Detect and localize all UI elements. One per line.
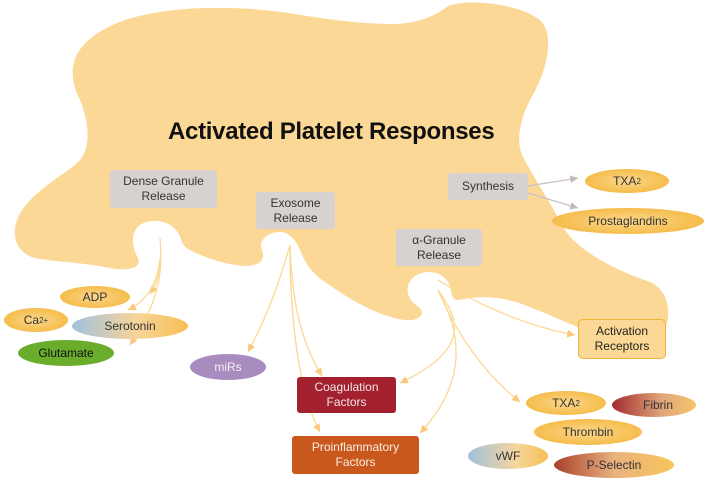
dense-granule-label-1: Dense Granule <box>123 174 204 188</box>
prostaglandins-label: Prostaglandins <box>556 213 700 229</box>
proinflammatory-label-2: Factors <box>335 455 376 469</box>
activation-receptors-label-2: Receptors <box>594 339 650 353</box>
txa-alpha-pill <box>526 391 606 415</box>
glutamate-text: Glutamate <box>38 345 94 360</box>
prostaglandins-pill <box>552 208 704 234</box>
ca-pill <box>4 308 68 332</box>
p-selectin-label: P-Selectin <box>558 457 670 473</box>
prostaglandins-text: Prostaglandins <box>588 213 668 228</box>
adp-label: ADP <box>60 289 130 305</box>
txa-alpha-text: TXA <box>552 395 576 410</box>
alpha-granule-release-box: α-Granule Release <box>396 229 482 266</box>
platelet-body <box>14 2 669 346</box>
dense-granule-label-2: Release <box>141 189 186 203</box>
alpha-granule-arrows <box>399 279 576 434</box>
activation-receptors-label-1: Activation <box>595 324 649 338</box>
synthesis-box: Synthesis <box>448 173 528 200</box>
glutamate-label: Glutamate <box>18 345 114 361</box>
fibrin-pill <box>612 393 696 417</box>
synthesis-arrows <box>527 175 579 210</box>
proinflammatory-label-1: Proinflammatory <box>311 440 400 454</box>
txa-synth-text: TXA <box>613 173 637 188</box>
exosome-release-box: Exosome Release <box>256 192 335 229</box>
adp-text: ADP <box>82 289 108 304</box>
adp-pill <box>60 286 130 308</box>
proinflammatory-factors-box: Proinflammatory Factors <box>292 436 419 474</box>
fibrin-label: Fibrin <box>620 397 696 413</box>
activation-receptors-box: Activation Receptors <box>578 319 666 359</box>
vwf-pill <box>468 443 548 469</box>
synthesis-label: Synthesis <box>461 179 515 193</box>
thrombin-text: Thrombin <box>562 424 614 439</box>
diagram-title: Activated Platelet Responses <box>168 118 495 145</box>
txa-synth-subscript: 2 <box>636 176 641 186</box>
mirs-label: miRs <box>190 359 266 375</box>
coagulation-label-2: Factors <box>326 395 367 409</box>
txa-synth-pill <box>585 169 669 193</box>
exosome-label-2: Release <box>273 210 318 225</box>
ca-superscript: 2+ <box>39 315 49 325</box>
p-selectin-text: P-Selectin <box>586 457 642 472</box>
ca-text: Ca <box>23 312 40 327</box>
thrombin-label: Thrombin <box>536 424 640 440</box>
serotonin-text: Serotonin <box>104 318 156 333</box>
thrombin-pill <box>534 419 642 445</box>
p-selectin-pill <box>554 452 674 478</box>
coagulation-factors-box: Coagulation Factors <box>297 377 396 413</box>
exosome-label-1: Exosome <box>270 195 321 210</box>
alpha-granule-label-1: α-Granule <box>412 232 466 247</box>
serotonin-pill <box>72 313 188 339</box>
mirs-pill <box>190 354 266 380</box>
dense-granule-release-box: Dense Granule Release <box>110 170 217 208</box>
alpha-granule-label-2: Release <box>416 247 462 262</box>
fibrin-text: Fibrin <box>642 397 673 412</box>
glutamate-pill <box>18 340 114 366</box>
vwf-label: vWF <box>472 448 544 464</box>
coagulation-label-1: Coagulation <box>314 380 379 394</box>
txa-alpha-subscript: 2 <box>575 398 580 408</box>
serotonin-label: Serotonin <box>72 318 188 334</box>
exosome-arrows <box>247 244 323 433</box>
vwf-text: vWF <box>495 448 521 463</box>
mirs-text: miRs <box>214 359 242 374</box>
